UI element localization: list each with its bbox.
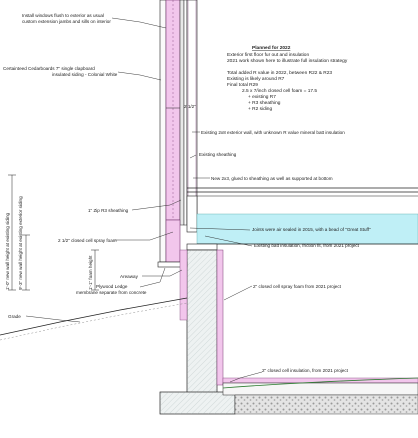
zip-sheathing [179,0,185,226]
sill-plate [186,243,218,251]
label-existing-sheathing: Existing sheathing [199,152,237,157]
green-membrane [222,377,418,389]
siding-layer [159,0,167,263]
existing-stud-wall [186,0,198,226]
plan-line-8: + R3 sheathing [248,100,281,106]
grade-line [0,297,188,336]
label-wall-height: 1'-0" new wall height at existing siding [5,212,10,290]
plan-line-4: Existing is likely around R7 [227,76,285,82]
upper-wall-assembly [159,0,198,263]
planning-notes: Planned for 2022 Exterior first floor fu… [227,45,348,112]
batt-insulation [196,213,418,245]
label-siding-2: insulated siding - Colonial White [52,72,118,77]
interior-foam-basement [216,249,224,386]
annotations: Install windows flush to exterior as usu… [3,13,371,373]
label-existing-wall: Existing 2x8 exterior wall, with unknown… [201,130,345,135]
existing-sheathing [183,0,188,226]
slab [222,382,418,396]
label-joints-sealed: Joints were air sealed in 2015, with a b… [252,227,371,232]
label-insulation-2021: 2" closed cell insulation, from 2021 pro… [262,368,349,373]
label-windows-2: custom extension jambs and sills on inte… [22,19,111,24]
foam-below-siding [165,219,181,263]
label-foam-height: 1'-1" foam height [88,255,93,290]
label-zip-r3: 1" Zip R3 sheathing [88,208,129,213]
label-new-2x3: New 2x3, glued to sheathing as well as s… [211,176,333,181]
plan-line-7: + existing R7 [248,94,276,100]
label-siding-1: Certainteed Cedarboards 7" single clapbo… [3,66,95,71]
label-areaway: Areaway [120,274,139,279]
label-wall-height-ext: 9'-3" new wall height at existing exteri… [18,196,23,290]
plan-line-1: 2021 work shown here to illustrate full … [227,58,348,64]
plan-line-6: 2.5 x 7/inch closed cell foam = 17.5 [242,88,317,94]
plan-line-3: Total added R value in 2022, between R22… [227,70,332,76]
label-grade: Grade [8,314,21,319]
plan-line-0: Exterior first floor fur out and insulat… [227,52,309,58]
gravel-bed [234,394,418,415]
rim-joist [186,195,198,233]
plan-line-5: Final total R29 [227,82,258,88]
foundation [159,249,418,415]
areaway-membrane [179,249,188,321]
label-closed-cell: 2 1/2" closed cell spray foam [58,238,117,243]
leader-lines [25,17,263,383]
dimension-lines [8,107,180,291]
floor-system [186,187,418,251]
label-existing-batt: Existing batt insulation, friction fit, … [254,243,360,248]
plan-line-9: + R2 siding [248,106,272,112]
plan-title: Planned for 2022 [252,45,291,51]
label-foam-2021: 2" closed cell spray foam from 2021 proj… [253,284,342,289]
label-plywood-ledge-1: Plywood Ledge [96,284,128,289]
label-dim-25: 2 1/2" [184,104,196,109]
label-windows-1: Install windows flush to exterior as usu… [22,13,104,18]
label-plywood-ledge-2: membrane separate from concrete [76,290,147,295]
exterior-foundation-foam [157,219,188,321]
